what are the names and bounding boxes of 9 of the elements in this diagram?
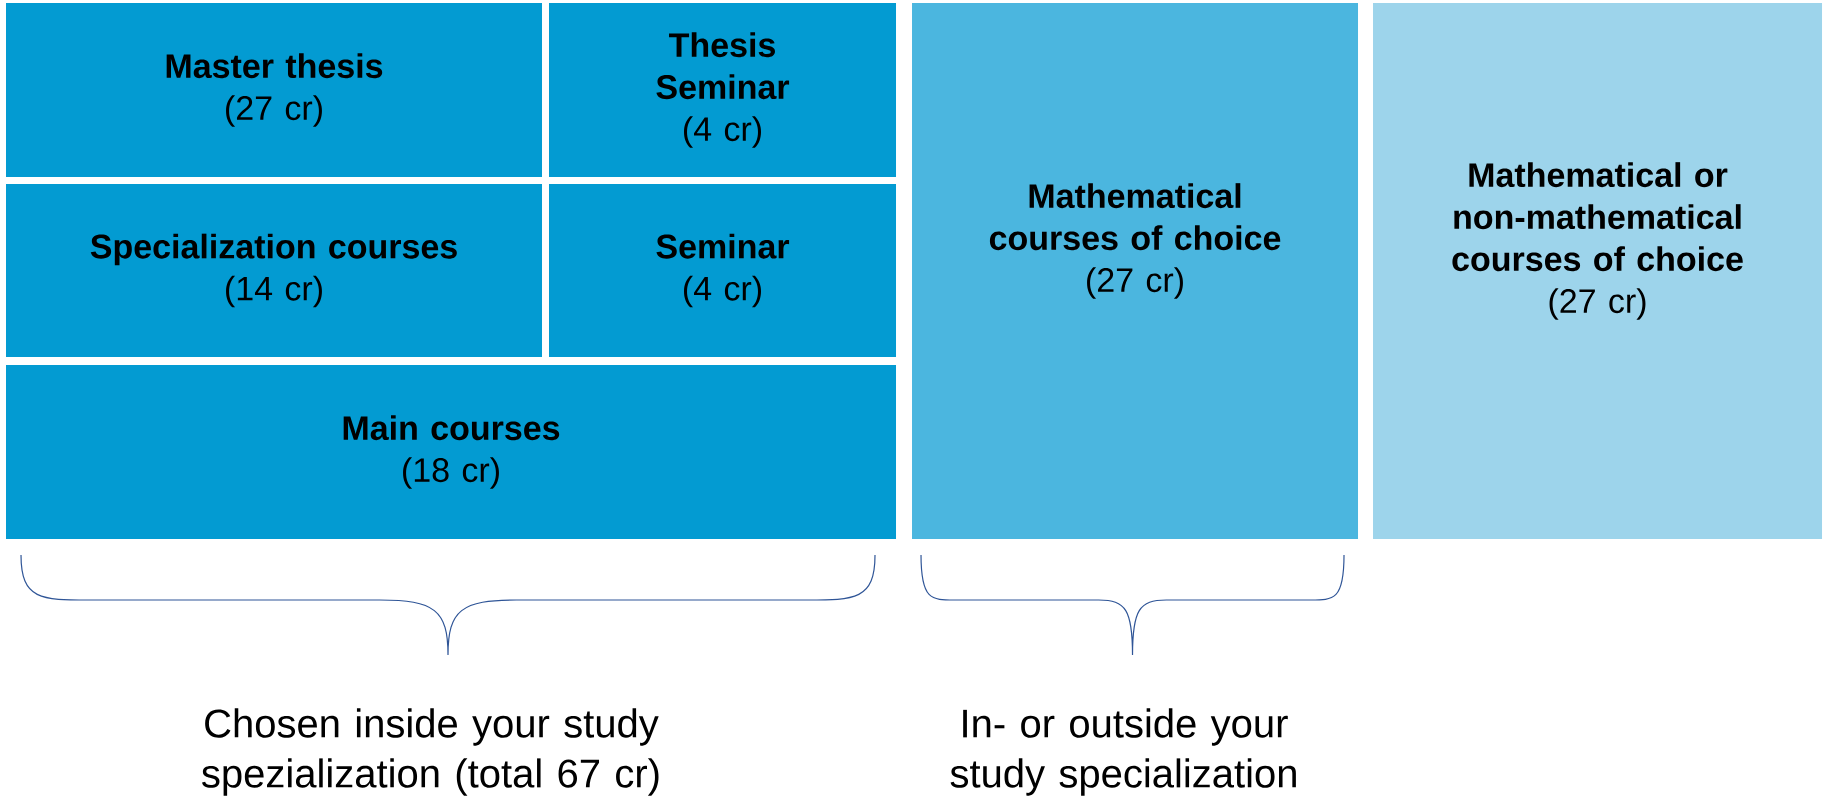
course-box: Master thesis (27 cr): [6, 3, 542, 177]
course-box: Thesis Seminar (4 cr): [549, 3, 896, 177]
course-box: Mathematical courses of choice (27 cr): [912, 3, 1358, 539]
course-box: Mathematical or non-mathematical courses of choice (27 cr): [1373, 3, 1822, 539]
course-box: Seminar (4 cr): [549, 184, 896, 357]
course-box: Specialization courses (14 cr): [6, 184, 542, 357]
caption-text: Chosen inside your study spezialization (total 67 cr): [202, 708, 659, 796]
course-box: Main courses (18 cr): [6, 365, 896, 539]
caption-text: In- or outside your study specialization: [950, 708, 1296, 796]
